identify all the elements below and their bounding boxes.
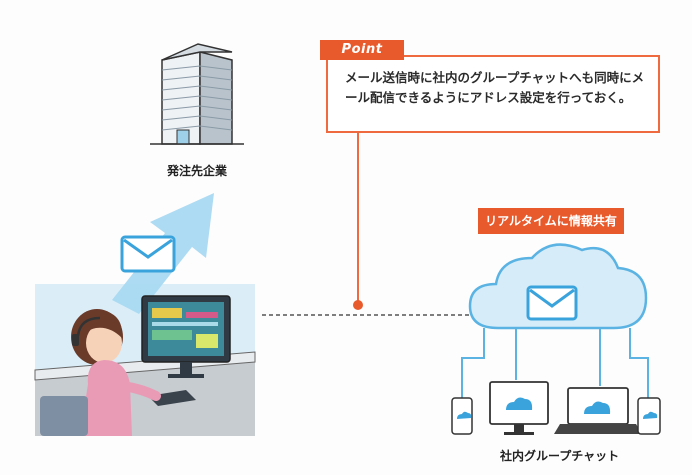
cloud-connections — [461, 328, 649, 398]
realtime-share-badge: リアルタイムに情報共有 — [478, 208, 624, 234]
office-worker-illustration — [34, 295, 256, 436]
cloud-icon — [468, 243, 648, 330]
point-text: メール送信時に社内のグループチャットへも同時にメール配信できるようにアドレス設定… — [345, 70, 645, 105]
laptop-icon — [554, 387, 642, 434]
devices-label: 社内グループチャット — [500, 449, 620, 463]
smartphone-right-icon — [637, 397, 661, 435]
monitor-icon — [141, 295, 231, 378]
smartphone-left-icon — [451, 397, 473, 435]
building-label: 発注先企業 — [167, 164, 228, 178]
point-tag: Point — [320, 40, 404, 60]
cloud-envelope-icon — [526, 285, 578, 321]
point-connector-dot — [353, 300, 363, 310]
desktop-monitor-icon — [489, 381, 549, 435]
envelope-icon — [120, 235, 176, 273]
point-callout-box — [326, 55, 660, 133]
building-icon — [150, 43, 244, 145]
